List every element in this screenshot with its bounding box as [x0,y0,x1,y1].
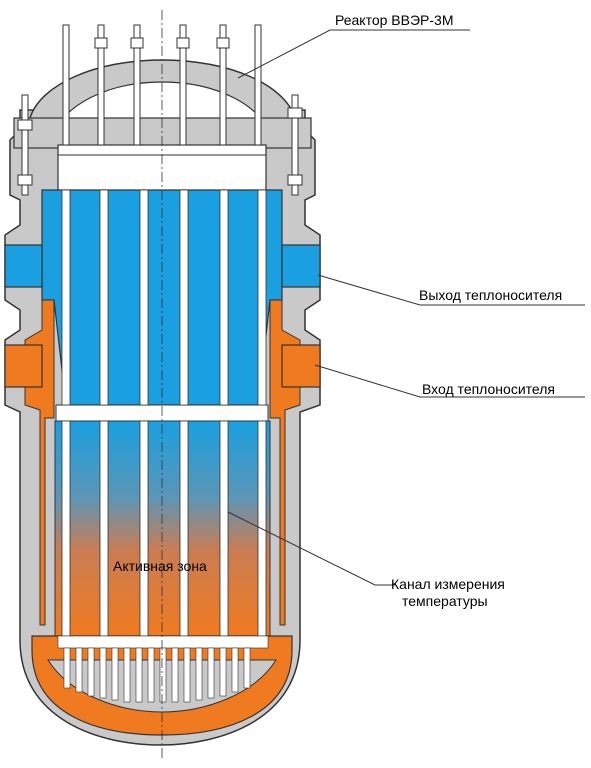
bottom-grid [57,635,269,703]
channel-label-line1: Канал измерения [391,576,505,592]
outlet-nozzle-right [281,244,321,288]
flange [13,117,312,149]
inlet-nozzle-right [281,344,321,388]
inlet-nozzle-left [4,344,43,388]
drive-caps [17,37,303,186]
channel-label-line2: температуры [402,593,488,609]
outlet-label: Выход теплоносителя [419,287,563,303]
control-rod-drives [21,24,299,196]
inlet-label: Вход теплоносителя [422,381,555,397]
reactor-title: Реактор ВВЭР-3М [335,12,454,28]
leader-lines [227,29,585,586]
core-region [54,420,271,637]
core-label: Активная зона [113,558,207,574]
outlet-nozzle-left [4,244,43,288]
